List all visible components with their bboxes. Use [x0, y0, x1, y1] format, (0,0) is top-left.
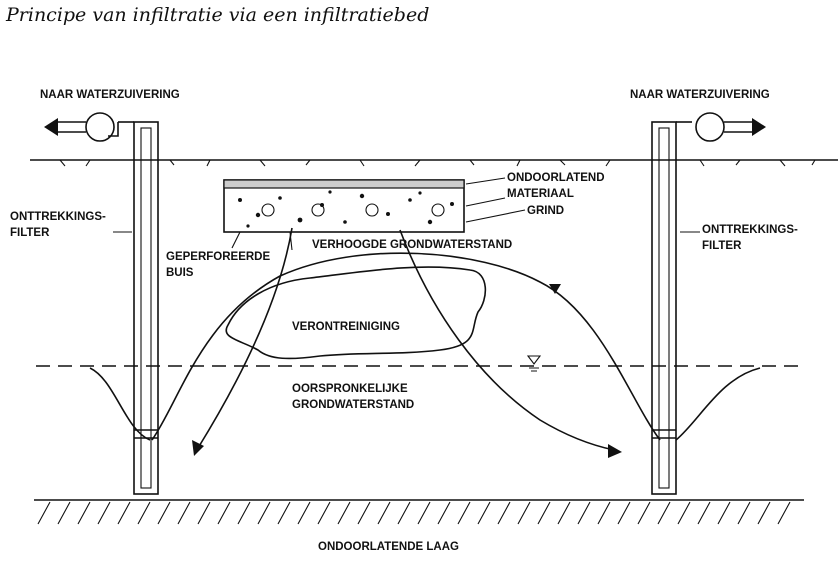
infiltration-bed [223, 179, 465, 233]
impermeable-layer [34, 499, 804, 525]
label-verontreiniging: VERONTREINIGING [292, 321, 400, 333]
flow-lines [192, 227, 622, 458]
label-oorspronkelijke: OORSPRONKELIJKE [292, 383, 408, 395]
left-pump-icon [44, 112, 119, 142]
label-grondwaterstand: GRONDWATERSTAND [292, 399, 414, 411]
label-grind: GRIND [527, 205, 564, 217]
label-materiaal: MATERIAAL [507, 188, 574, 200]
right-well [651, 121, 692, 495]
ground-surface [30, 159, 838, 167]
leader-lines [113, 177, 700, 251]
left-well [118, 121, 159, 495]
label-ondoorlatend: ONDOORLATEND [507, 172, 605, 184]
label-naar-waterzuivering-left: NAAR WATERZUIVERING [40, 89, 180, 101]
page-title: Principe van infiltratie via een infiltr… [6, 4, 430, 26]
contamination-blob [225, 266, 487, 360]
label-onttrekkingsfilter-right-2: FILTER [702, 240, 742, 252]
label-onttrekkingsfilter-left-1: ONTTREKKINGS- [10, 211, 106, 223]
raised-water-mound [89, 252, 761, 441]
original-water-level [36, 355, 800, 372]
label-verhoogde-grondwaterstand: VERHOOGDE GRONDWATERSTAND [312, 239, 512, 251]
label-onttrekkingsfilter-right-1: ONTTREKKINGS- [702, 224, 798, 236]
label-ondoorlatende-laag: ONDOORLATENDE LAAG [318, 541, 459, 553]
label-geperforeerde: GEPERFOREERDE [166, 251, 270, 263]
right-pump-icon [695, 112, 766, 142]
label-buis: BUIS [166, 267, 194, 279]
label-naar-waterzuivering-right: NAAR WATERZUIVERING [630, 89, 770, 101]
label-onttrekkingsfilter-left-2: FILTER [10, 227, 50, 239]
